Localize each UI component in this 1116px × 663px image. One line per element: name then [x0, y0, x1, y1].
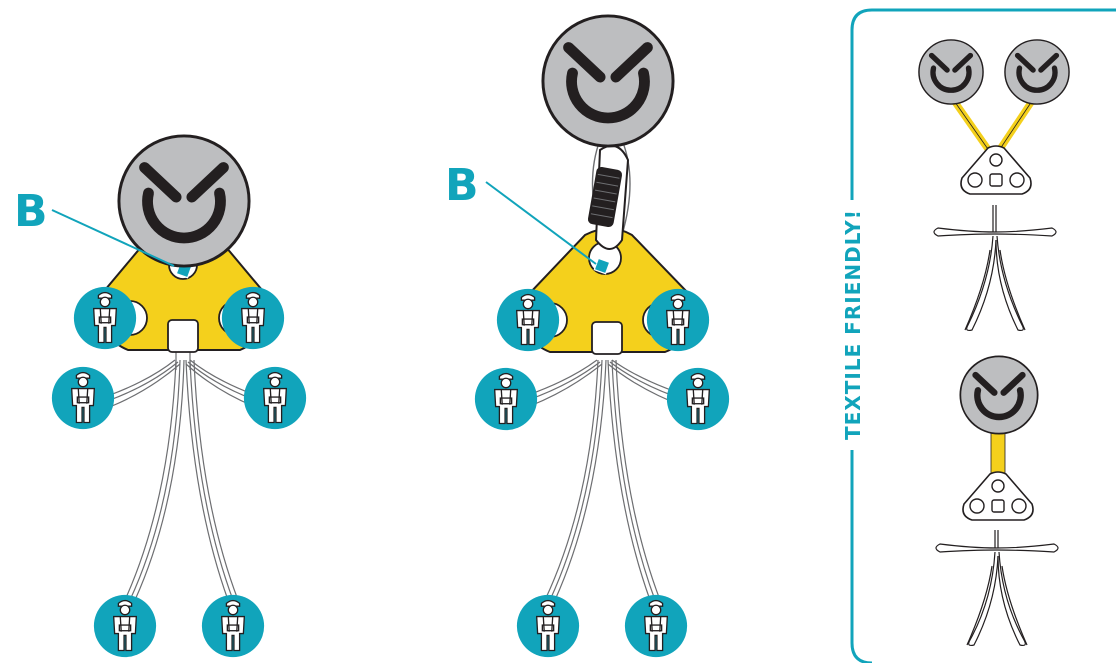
left-anchor-dial-icon [119, 136, 249, 266]
mini-sling [933, 205, 1057, 332]
left-callout-label: B [14, 186, 48, 237]
carabiner [587, 144, 630, 250]
worker-harness-icon [201, 594, 265, 658]
worker-harness-icon [646, 288, 710, 352]
worker-harness-icon [474, 367, 538, 431]
worker-harness-icon [666, 367, 730, 431]
single-anchor-config [935, 356, 1059, 647]
dual-anchor-config [919, 40, 1069, 332]
worker-harness-icon [51, 366, 115, 430]
worker-harness-icon [243, 366, 307, 430]
middle-anchor-dial-icon [543, 16, 673, 146]
mini-sling [935, 530, 1059, 647]
middle-callout-label: B [445, 160, 479, 211]
worker-harness-icon [73, 286, 137, 350]
worker-harness-icon [496, 288, 560, 352]
textile-friendly-label: TEXTILE FRIENDLY! [841, 209, 865, 440]
worker-harness-icon [624, 594, 688, 658]
middle-callout-leader [485, 181, 597, 265]
anchor-dial-icon [1005, 40, 1069, 104]
panel-border-top [850, 8, 1116, 200]
anchor-dial-icon [919, 40, 983, 104]
mini-rigging-plate [960, 145, 1032, 195]
left-sling [109, 340, 256, 601]
left-callout-leader [51, 209, 175, 267]
anchor-dial-icon [960, 356, 1037, 433]
worker-harness-icon [516, 594, 580, 658]
textile-panel: TEXTILE FRIENDLY! [841, 8, 1116, 663]
left-diagram: B [14, 136, 307, 658]
worker-harness-icon [221, 286, 285, 350]
mini-rigging-plate [962, 471, 1034, 521]
panel-border-bottom [850, 450, 873, 663]
middle-diagram: B [445, 16, 730, 658]
middle-sling [527, 359, 686, 601]
worker-harness-icon [93, 594, 157, 658]
